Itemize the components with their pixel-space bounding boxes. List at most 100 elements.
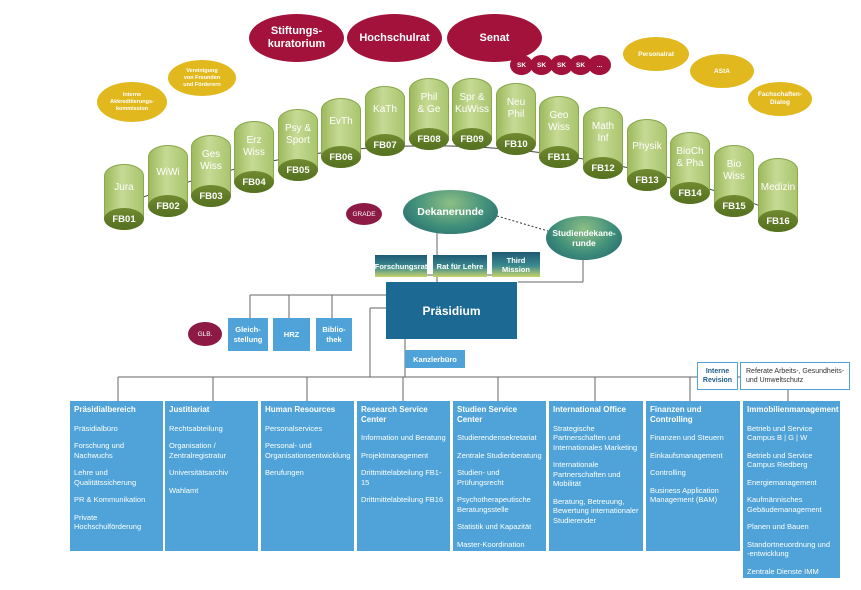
asta-oval: AStA [690,54,754,88]
faculty-code: FB05 [278,159,318,181]
akkreditierungskommission-oval: Interne Akkreditierungs- kommission [97,82,167,122]
dept-item: Internationale Partnerschaften und Mobil… [553,460,621,488]
faculty-code: FB01 [104,208,144,230]
dept-justitiariat: Justitiariat Rechtsabteilung Organisatio… [165,401,258,551]
faculty-name: Neu Phil [506,97,526,120]
faculty-code: FB02 [148,195,188,217]
dept-item: Universitätsarchiv [169,468,229,477]
sk-oval-3: SK [550,55,573,75]
faculty-code: FB11 [539,146,579,168]
praesidium-box: Präsidium [386,282,517,339]
glb-oval: GLB. [188,322,222,346]
faculty-name: Phil & Ge [417,92,441,115]
dept-title: Human Resources [265,405,336,414]
dept-finanzen-controlling: Finanzen und Controlling Finanzen und St… [646,401,740,551]
personalrat-oval: Personalrat [623,37,689,71]
rat-fuer-lehre-box: Rat für Lehre [433,255,487,277]
dept-item: Wahlamt [169,485,199,495]
dept-item: Betrieb und Service Campus Riedberg [747,450,813,470]
studiendekanerunde-oval: Studiendekane- runde [546,216,622,260]
dept-item: Drittmittelabteilung FB1-15 [361,468,442,487]
referate-box: Referate Arbeits-, Gesundheits- und Umwe… [740,362,850,390]
dept-item: Studierendensekretariat [457,433,537,442]
dept-studien-service-center: Studien Service Center Studierendensekre… [453,401,546,551]
dept-item: Forschung und Nachwuchs [74,441,125,460]
dept-item: PR & Kommunikation [74,495,146,504]
faculty-name: Erz Wiss [243,135,265,158]
dept-title: Justitiariat [169,405,210,414]
faculty-code: FB07 [365,134,405,156]
faculty-code: FB10 [496,133,536,155]
faculty-name: Ges Wiss [200,149,222,172]
third-mission-box: Third Mission [492,252,540,277]
gleichstellung-box: Gleich- stellung [228,318,268,351]
dept-title: Finanzen und Controlling [650,405,702,424]
faculty-code: FB13 [627,169,667,191]
dept-title: Immobilienmanagement [747,405,839,414]
bibliothek-box: Biblio- thek [316,318,352,351]
faculty-code: FB16 [758,210,798,232]
faculty-name: EvTh [329,116,353,127]
dept-item: Private Hochschulförderung [74,512,142,532]
dept-item: Rechtsabteilung [169,423,223,433]
dept-item: Präsidialbüro [74,423,118,433]
dept-item: Personal- und Organisationsentwicklung [265,441,351,460]
dept-item: Planen und Bauen [747,522,809,531]
faculty-code: FB08 [409,128,449,150]
dept-item: Zentrale Studienberatung [457,450,542,460]
faculty-code: FB14 [670,182,710,204]
faculty-fb08: Phil & Ge FB08 [409,78,449,150]
faculty-name: BioCh & Pha [676,146,704,169]
dept-item: Berufungen [265,468,304,477]
dept-item: Studien- und Prüfungsrecht [457,468,504,487]
faculty-name: Bio Wiss [723,159,745,182]
sk-oval-2: SK [530,55,553,75]
dept-item: Controlling [650,468,686,477]
hochschulrat-oval: Hochschulrat [347,14,442,62]
dept-item: Einkaufsmanagement [650,450,723,460]
sk-oval-5: ... [588,55,611,75]
dept-item: Information und Beratung [361,433,446,442]
dept-item: Strategische Partnerschaften und Interna… [553,423,638,452]
interne-revision-box: Interne Revision [697,362,738,390]
dept-item: Zentrale Dienste IMM [747,566,819,576]
faculty-name: Jura [114,182,134,193]
dept-human-resources: Human Resources Personalservices Persona… [261,401,354,551]
faculty-name: Spr & KuWiss [455,92,489,115]
dept-title: Studien Service Center [457,405,518,424]
senat-oval: Senat [447,14,542,62]
dept-item: Kaufmännisches Gebäudemanagement [747,495,822,514]
dept-immobilienmanagement: Immobilienmanagement Betrieb und Service… [743,401,840,578]
freunde-foerderer-oval: Vereinigung von Freunden und Förderern [168,60,236,96]
dept-item: Psychotherapeutische Beratungsstelle [457,495,531,514]
dept-item: Drittmittelabteilung FB16 [361,495,444,504]
faculty-code: FB15 [714,195,754,217]
dept-item: Personalservices [265,423,323,433]
forschungsrat-box: Forschungsrat [375,255,427,277]
sk-oval-1: SK [510,55,533,75]
dekanerunde-oval: Dekanerunde [403,190,498,234]
dept-item: Projektmanagement [361,450,429,460]
faculty-code: FB09 [452,128,492,150]
dept-praesidialbereich: Präsidialbereich Präsidialbüro Forschung… [70,401,163,551]
faculty-name: Geo Wiss [548,110,570,133]
dept-item: Lehre und Qualitätssicherung [74,468,137,487]
faculty-name: Physik [632,141,662,152]
dept-title: Präsidialbereich [74,405,136,414]
faculty-name: WiWi [156,167,180,178]
faculty-name: Medizin [760,182,796,193]
dept-item: Master-Koordination [457,539,525,549]
